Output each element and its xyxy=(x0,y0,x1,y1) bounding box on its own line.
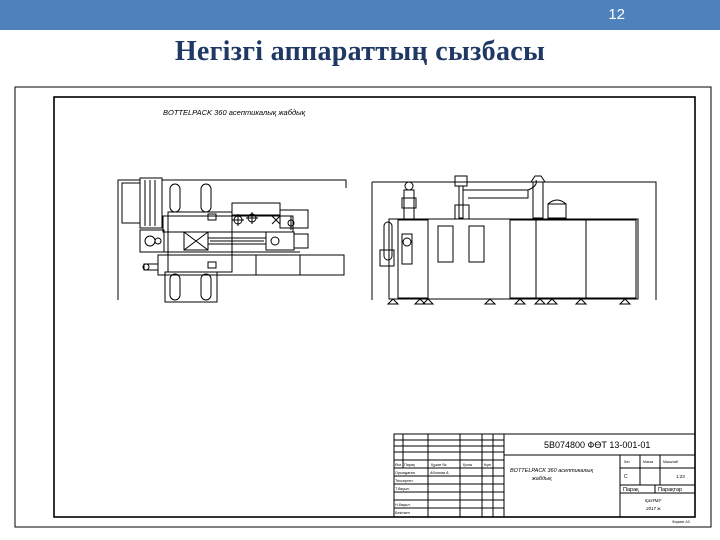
mass-label: Масса xyxy=(643,460,653,464)
title-block-text: 5В074800 ФӨТ 13-001-01 BOTTELPACK 360 ас… xyxy=(395,440,690,524)
col-header: Құжат № xyxy=(431,463,447,467)
side-view xyxy=(371,175,657,305)
sheet-inner-frame xyxy=(53,96,696,518)
row-name: Абилова А. xyxy=(429,471,450,475)
row-label: Бекіткен xyxy=(395,511,410,515)
drawing-caption: BOTTELPACK 360 асептикалық жабдық xyxy=(163,108,306,117)
sheets-label: Парақтар xyxy=(658,487,682,493)
col-header: Күні xyxy=(484,463,491,467)
scale-label: Масштаб xyxy=(663,460,678,464)
drawing-name-line2: жабдық xyxy=(531,476,552,482)
sheet-outer-frame xyxy=(14,86,712,528)
org-line2: 2017 ж. xyxy=(645,506,662,511)
row-label: Т.бақыл. xyxy=(395,487,410,491)
scale-value: 1:23 xyxy=(676,474,685,479)
header-bar: 12 xyxy=(0,0,720,30)
row-label: Орындаған xyxy=(395,471,415,475)
format-label: Формат А3 xyxy=(672,520,690,524)
slide-title: Негізгі аппараттың сызбасы xyxy=(174,36,546,67)
sheet-label: Парақ xyxy=(623,487,639,493)
org-line1: ҚазҰМУ xyxy=(645,498,662,503)
row-label: Н.бақыл. xyxy=(395,503,411,507)
slide-number: 12 xyxy=(608,6,625,23)
drawing-code: 5В074800 ФӨТ 13-001-01 xyxy=(544,440,650,450)
col-header: Қолы xyxy=(463,463,472,467)
lit-label: Лит. xyxy=(624,460,630,464)
col-header: Өзг. xyxy=(395,463,402,467)
top-view xyxy=(117,177,347,303)
drawing-name-line1: BOTTELPACK 360 асептикалық xyxy=(510,468,593,474)
lit-value: С xyxy=(624,474,628,480)
title-block xyxy=(393,433,696,518)
col-header: Парақ xyxy=(404,463,415,467)
row-label: Тексерген xyxy=(395,479,413,483)
